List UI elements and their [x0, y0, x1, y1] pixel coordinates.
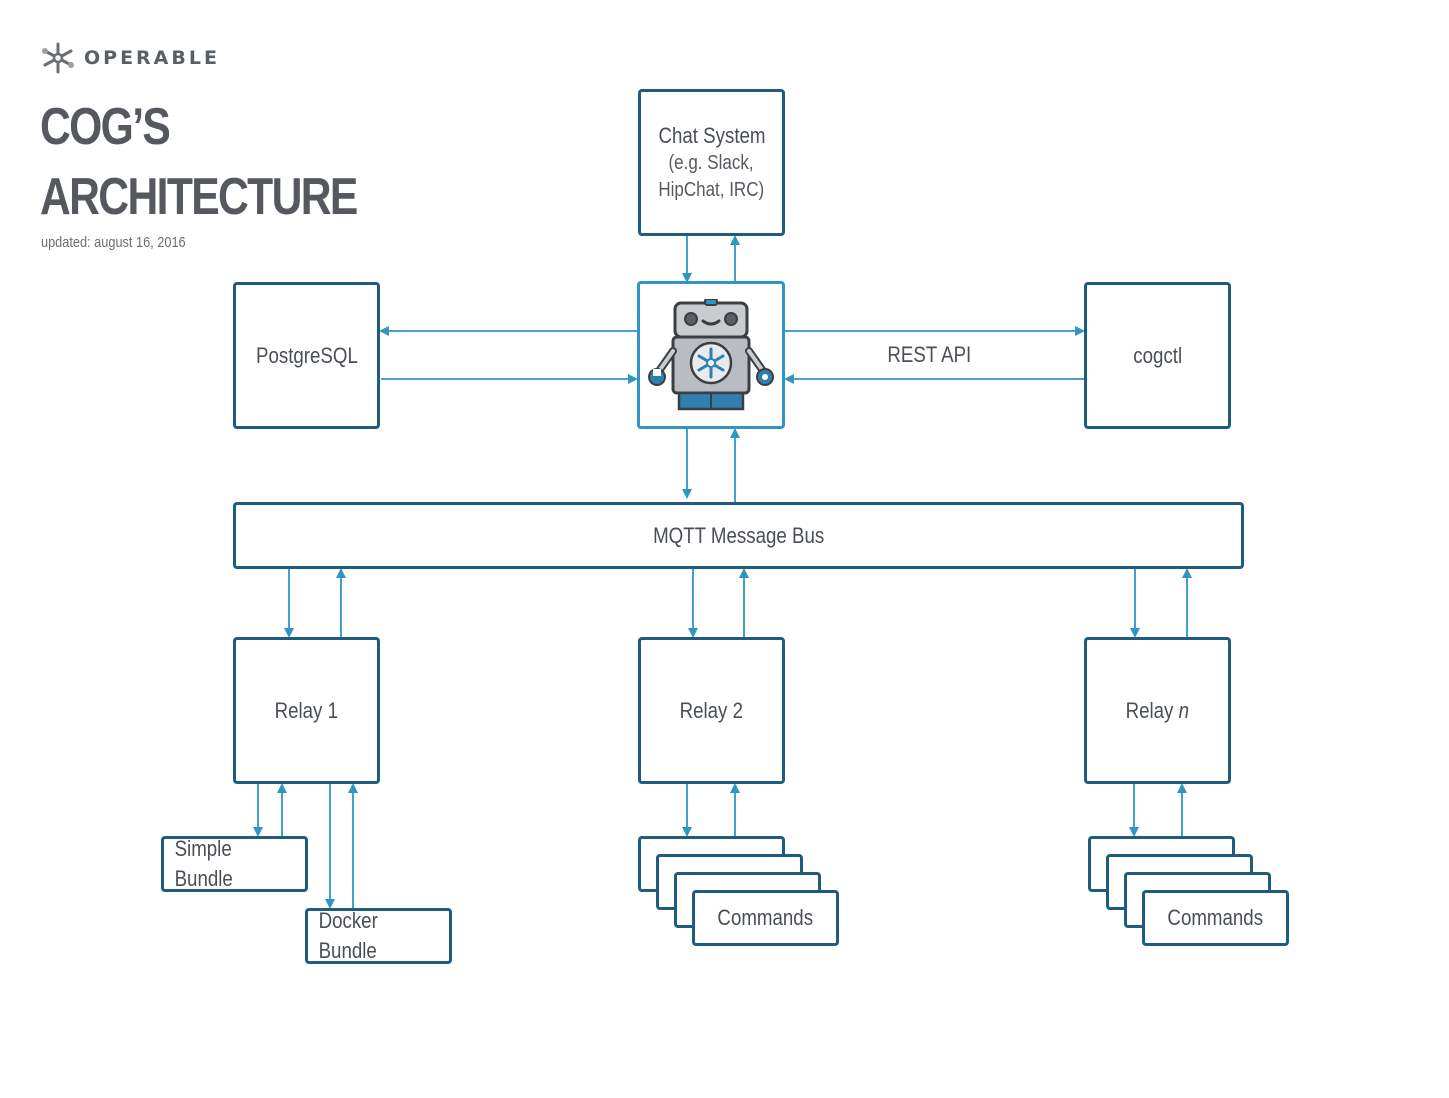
relay-1-label: Relay 1: [274, 697, 339, 723]
commands-box-relay-2: Commands: [692, 890, 839, 946]
relay-n-prefix: Relay: [1125, 697, 1174, 723]
docker-bundle-label: Docker Bundle: [318, 908, 378, 963]
cogctl-box: cogctl: [1084, 282, 1231, 429]
commands-label: Commands: [717, 905, 814, 931]
chat-system-box: Chat System (e.g. Slack, HipChat, IRC): [638, 89, 785, 236]
docker-bundle-box: Docker Bundle: [305, 908, 452, 964]
chat-system-title: Chat System: [657, 122, 766, 148]
relay-1-box: Relay 1: [233, 637, 380, 784]
robot-icon: [648, 299, 774, 411]
chat-system-example-2: HipChat, IRC): [658, 179, 765, 202]
simple-bundle-box: Simple Bundle: [161, 836, 308, 892]
commands-label: Commands: [1167, 905, 1264, 931]
updated-date: updated: august 16, 2016: [41, 234, 186, 251]
mqtt-message-bus-label: MQTT Message Bus: [652, 522, 825, 548]
mqtt-message-bus-box: MQTT Message Bus: [233, 502, 1244, 569]
postgresql-label: PostgreSQL: [255, 342, 358, 368]
relay-n-box: Relay n: [1084, 637, 1231, 784]
cog-bot-box: [637, 281, 785, 429]
cogctl-label: cogctl: [1133, 342, 1182, 368]
title-line-2: ARCHITECTURE: [40, 168, 358, 226]
wrench-cluster-icon: [42, 42, 74, 74]
simple-bundle-label: Simple Bundle: [174, 836, 233, 891]
page-title: COG’S ARCHITECTURE: [40, 92, 358, 232]
brand-name: OPERABLE: [84, 47, 220, 69]
commands-box-relay-n: Commands: [1142, 890, 1289, 946]
relay-2-box: Relay 2: [638, 637, 785, 784]
relay-n-label: Relay n: [1126, 696, 1189, 726]
rest-api-label: REST API: [880, 340, 979, 370]
relay-n-suffix: n: [1178, 697, 1190, 723]
postgresql-box: PostgreSQL: [233, 282, 380, 429]
title-line-1: COG’S: [40, 98, 171, 156]
chat-system-example-1: (e.g. Slack,: [668, 152, 755, 175]
operable-logo: OPERABLE: [40, 40, 220, 76]
relay-2-label: Relay 2: [679, 697, 744, 723]
rest-api-text: REST API: [887, 342, 972, 367]
